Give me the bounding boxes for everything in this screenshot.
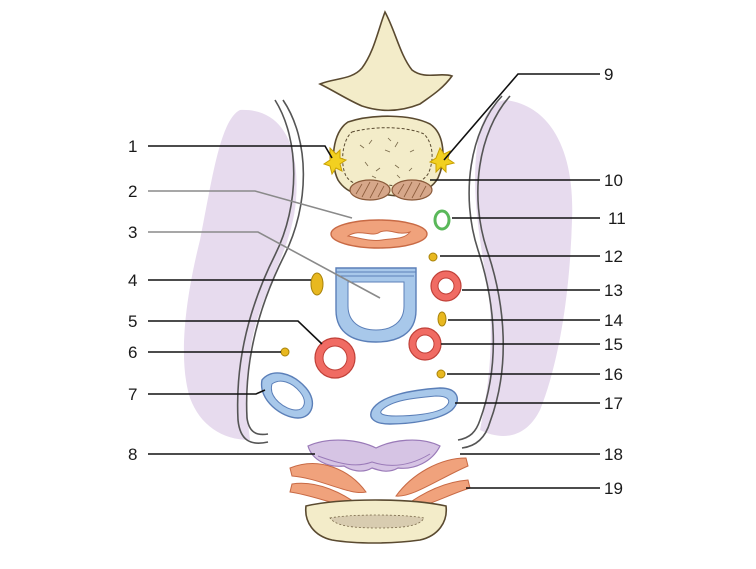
label-10: 10 <box>604 171 623 190</box>
label-19: 19 <box>604 479 623 498</box>
right-pleura <box>457 95 503 441</box>
label-6: 6 <box>128 343 137 362</box>
label-1: 1 <box>128 137 137 156</box>
label-4: 4 <box>128 271 137 290</box>
label-12: 12 <box>604 247 623 266</box>
leader-line-2 <box>148 190 353 219</box>
label-13: 13 <box>604 281 623 300</box>
phrenic-nerve-left <box>280 347 290 357</box>
label-3: 3 <box>128 223 137 242</box>
right-lung-region <box>475 100 573 436</box>
right-sympathetic-ganglion <box>428 146 456 174</box>
right-brachiocephalic-vein <box>260 372 314 419</box>
right-pleura-inner <box>461 95 511 449</box>
left-common-carotid-artery <box>314 337 356 379</box>
label-15: 15 <box>604 335 623 354</box>
sternum-marrow <box>329 514 425 529</box>
lymph-node-12 <box>428 252 438 262</box>
label-5: 5 <box>128 312 137 331</box>
label-17: 17 <box>604 394 623 413</box>
prevertebral-muscles <box>349 179 433 201</box>
left-vagus-nerve <box>310 272 324 296</box>
label-2: 2 <box>128 182 137 201</box>
esophagus-lumen <box>346 230 412 241</box>
label-18: 18 <box>604 445 623 464</box>
left-pleura <box>236 99 295 444</box>
leader-line-5 <box>148 320 323 345</box>
phrenic-nerve-right <box>436 369 446 379</box>
label-16: 16 <box>604 365 623 384</box>
brachiocephalic-artery <box>408 327 442 361</box>
right-vagus-nerve <box>437 311 447 327</box>
leader-line-7 <box>148 389 266 395</box>
thoracic-duct <box>433 209 451 231</box>
label-8: 8 <box>128 445 137 464</box>
left-lung-region <box>183 109 297 440</box>
left-sympathetic-ganglion <box>322 146 348 176</box>
trachea-lumen <box>347 281 405 331</box>
leader-line-9 <box>443 73 600 161</box>
thymus-edge <box>317 453 431 466</box>
left-subclavian-artery <box>430 270 462 302</box>
leader-line-1 <box>148 145 333 159</box>
label-11: 11 <box>608 209 626 228</box>
label-7: 7 <box>128 385 137 404</box>
vertebral-body-trabeculae <box>359 137 415 179</box>
vertebral-process-bone <box>318 10 454 112</box>
left-brachiocephalic-vein <box>370 387 459 425</box>
label-14: 14 <box>604 311 623 330</box>
label-9: 9 <box>604 65 613 84</box>
leader-line-3 <box>148 231 381 299</box>
left-pleura-inner <box>245 99 305 436</box>
